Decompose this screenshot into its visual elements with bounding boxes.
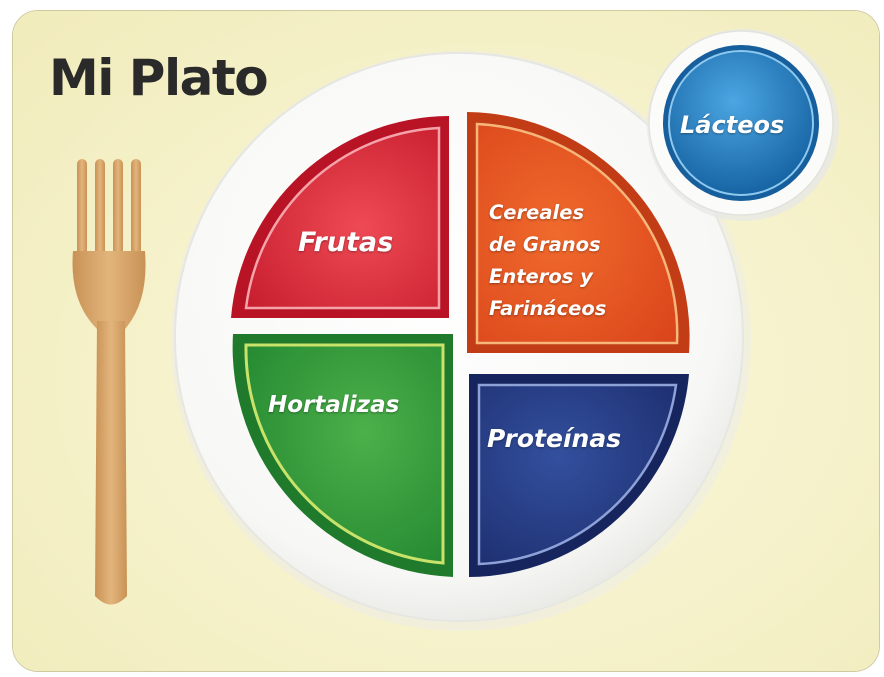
plate-illustration bbox=[13, 11, 879, 671]
proteinas-label: Proteínas bbox=[487, 424, 622, 453]
lacteos-label: Lácteos bbox=[680, 111, 785, 139]
granos-label-line: Farináceos bbox=[489, 297, 607, 320]
granos-label: Cereales de Granos Enteros y Farináceos bbox=[489, 197, 606, 325]
fork-icon bbox=[72, 159, 146, 605]
granos-label-line: Enteros y bbox=[489, 265, 593, 288]
page-title: Mi Plato bbox=[49, 49, 269, 107]
frutas-label: Frutas bbox=[298, 227, 394, 258]
myplate-card: Mi Plato bbox=[12, 10, 880, 672]
granos-label-line: de Granos bbox=[489, 233, 601, 256]
hortalizas-label: Hortalizas bbox=[268, 392, 400, 418]
granos-label-line: Cereales bbox=[489, 201, 585, 224]
